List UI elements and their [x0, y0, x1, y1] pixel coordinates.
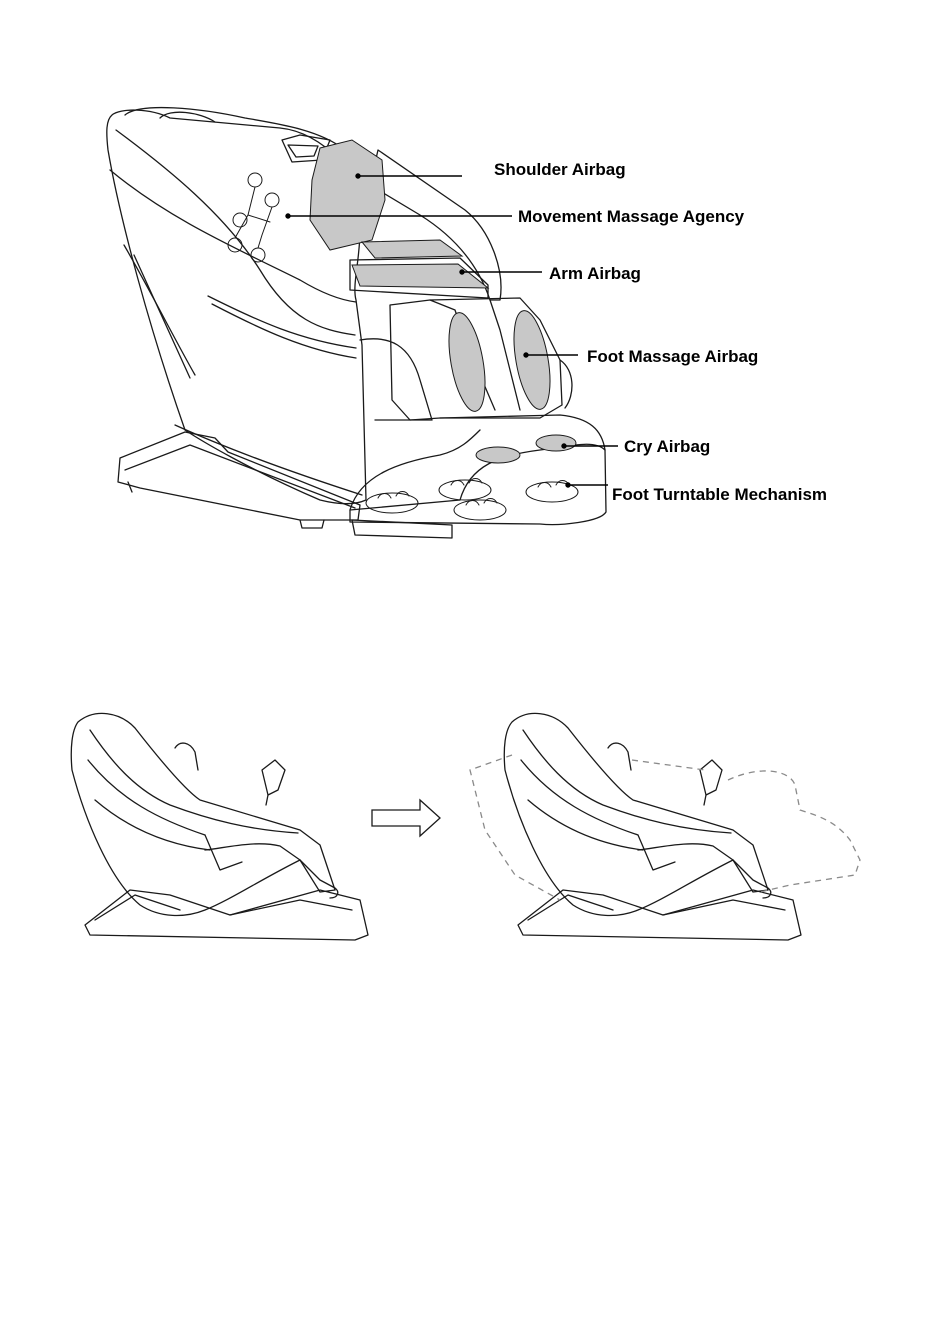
shoulder-airbag-label: Shoulder Airbag	[494, 161, 626, 178]
cry-airbag-right	[536, 435, 576, 451]
arm-airbag-area-upper	[362, 240, 462, 258]
right-arrow-icon	[372, 800, 440, 836]
chair-base	[118, 432, 360, 528]
foot-turntable-mechanism-label: Foot Turntable Mechanism	[612, 486, 827, 503]
movement-massage-agency-label: Movement Massage Agency	[518, 208, 744, 225]
arm-airbag-label: Arm Airbag	[549, 265, 641, 282]
chair-side-view-upright	[71, 713, 368, 940]
chair-side-view-reclined	[504, 713, 801, 940]
arm-airbag-area-lower	[352, 264, 488, 288]
foot-airbag-right	[508, 308, 557, 412]
foot-turntables	[366, 479, 578, 521]
cry-airbag-left	[476, 447, 520, 463]
cry-airbag-label: Cry Airbag	[624, 438, 710, 455]
foot-massage-airbag-label: Foot Massage Airbag	[587, 348, 758, 365]
foot-airbag-left	[443, 310, 492, 414]
recline-dashed-outline	[470, 755, 860, 900]
shoulder-airbag-area	[310, 140, 385, 250]
chair-headrest	[125, 108, 345, 162]
